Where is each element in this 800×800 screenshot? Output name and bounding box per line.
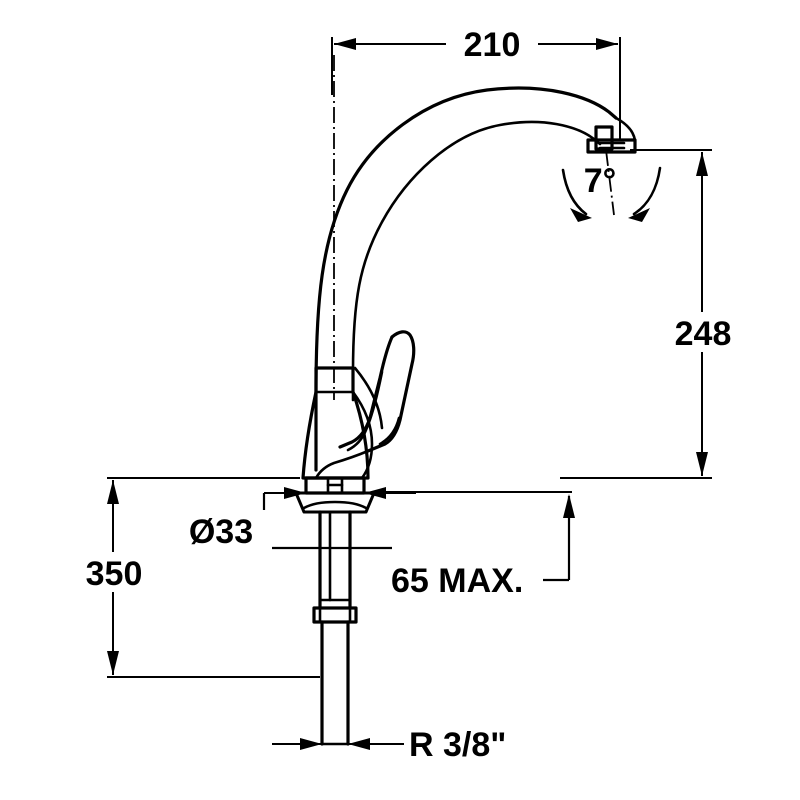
body-right-contour bbox=[351, 390, 374, 480]
arrow-210-left bbox=[334, 38, 356, 50]
thread-size-label: R 3/8" bbox=[409, 726, 506, 764]
spout-inner-curve bbox=[351, 120, 602, 402]
centerlines-group bbox=[333, 55, 615, 400]
dim-angle-label: 7° bbox=[584, 162, 617, 200]
angle-arc-right bbox=[632, 166, 662, 216]
arrow-350-top bbox=[107, 480, 119, 504]
dim-248-label: 248 bbox=[675, 315, 732, 353]
dim-diam-text-bg bbox=[176, 510, 272, 550]
dim-65-max-label: 65 MAX. bbox=[391, 562, 523, 600]
dim-350-label: 350 bbox=[86, 555, 143, 593]
spout-tip-edge bbox=[614, 116, 637, 143]
threaded-stem-upper bbox=[318, 510, 352, 610]
stem-nut bbox=[312, 606, 358, 624]
base-washer-arc bbox=[302, 500, 368, 510]
lever-handle-underside bbox=[314, 449, 370, 480]
dimension-lines-group: 210 248 350 Ø33 bbox=[76, 26, 734, 764]
arrow-diam-left bbox=[284, 487, 306, 499]
arrow-248-top bbox=[696, 152, 708, 176]
lever-handle-tip-arc bbox=[378, 416, 401, 446]
arrow-angle-left bbox=[570, 208, 592, 222]
arrow-350-bottom bbox=[107, 651, 119, 675]
lever-handle-outer bbox=[366, 330, 416, 453]
arrow-thread-right bbox=[348, 738, 370, 750]
arrow-diam-right bbox=[364, 487, 386, 499]
dim-diameter-label: Ø33 bbox=[189, 513, 253, 551]
dim-248-text-bg bbox=[672, 312, 734, 352]
arrow-248-bottom bbox=[696, 452, 708, 476]
angle-arc-left bbox=[561, 168, 588, 216]
dim-350-text-bg bbox=[76, 552, 152, 592]
spout-outer-curve bbox=[314, 86, 618, 472]
body-cartridge-arc bbox=[353, 366, 384, 430]
dim-210-text-bg bbox=[446, 26, 538, 62]
dim-210-label: 210 bbox=[464, 26, 521, 64]
arrow-thread-left bbox=[300, 738, 322, 750]
arrow-210-right bbox=[596, 38, 618, 50]
lever-handle-crease bbox=[346, 370, 384, 452]
threaded-stem-lower bbox=[320, 620, 350, 746]
faucet-body-group bbox=[294, 86, 637, 746]
arrow-angle-right bbox=[628, 208, 650, 222]
faucet-body-lower bbox=[301, 390, 370, 480]
stem-nut-inner bbox=[318, 606, 352, 624]
arrow-65-up bbox=[563, 494, 575, 518]
outlet-centerline bbox=[605, 149, 615, 216]
aerator-detail bbox=[598, 141, 626, 150]
spout-outlet-head bbox=[594, 125, 614, 151]
